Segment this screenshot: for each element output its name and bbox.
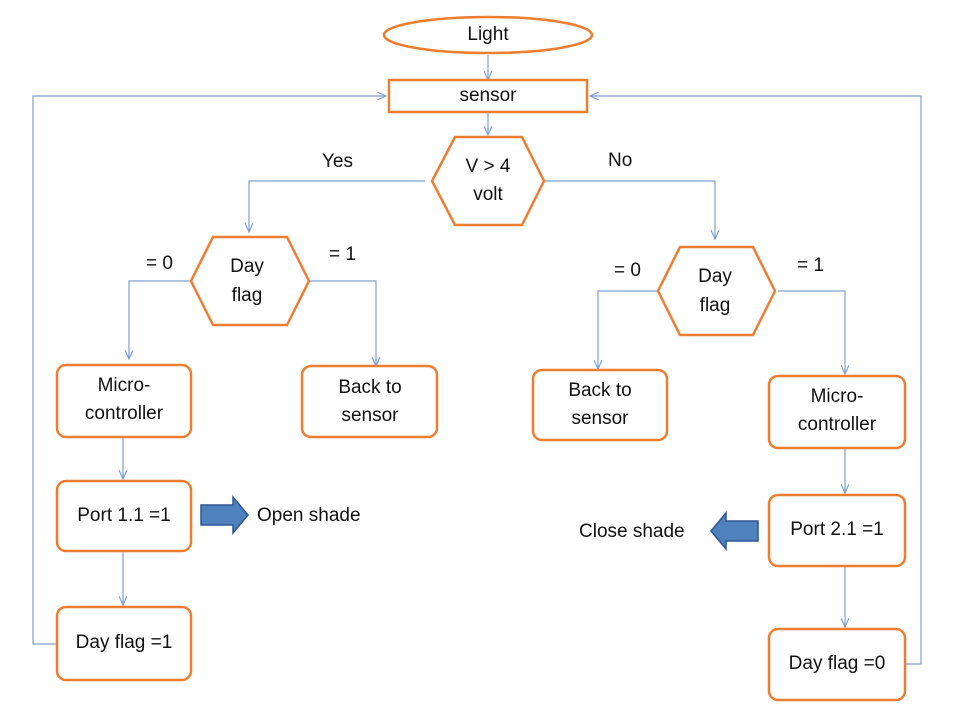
- day-flag-right-label-line1: Day: [698, 266, 732, 287]
- sensor-box: [387, 78, 589, 114]
- shapes: [55, 15, 907, 702]
- decision-day-flag-left: [189, 235, 311, 327]
- day-flag-right-label-line2: flag: [700, 295, 731, 316]
- day-flag-right-value-label: Day flag =0: [789, 653, 886, 674]
- connector-yes-branch: [249, 180, 425, 232]
- connector-left-eq1: [310, 280, 376, 366]
- port-right-label: Port 2.1 =1: [790, 519, 883, 540]
- connectors: [32, 55, 922, 665]
- microcontroller-left-label-line1: Micro-: [98, 375, 151, 396]
- sensor-label: sensor: [459, 85, 517, 106]
- day-flag-right-box: [767, 627, 907, 702]
- microcontroller-right-label-line1: Micro-: [811, 386, 864, 407]
- edge-label-left-eq0: = 0: [146, 253, 173, 274]
- day-flag-left-box: [55, 605, 193, 682]
- microcontroller-left-label-line2: controller: [85, 403, 164, 424]
- back-to-sensor-left-box: [300, 364, 439, 439]
- day-flag-left-label-line1: Day: [230, 256, 264, 277]
- back-to-sensor-right-label-line1: Back to: [568, 380, 631, 401]
- day-flag-left-value-label: Day flag =1: [76, 632, 173, 653]
- edge-label-left-eq1: = 1: [329, 244, 356, 265]
- connector-right-eq1: [778, 290, 845, 374]
- port-left-box: [55, 479, 193, 553]
- edge-label-right-eq1: = 1: [797, 255, 824, 276]
- decision-voltage-label-line1: V > 4: [466, 156, 511, 177]
- connector-left-eq0: [129, 280, 190, 359]
- edge-label-right-eq0: = 0: [614, 260, 641, 281]
- day-flag-left-label-line2: flag: [232, 285, 263, 306]
- back-to-sensor-right-box: [531, 368, 669, 442]
- decision-voltage: [430, 135, 546, 227]
- connector-no-branch: [545, 180, 715, 239]
- close-shade-arrow-icon: [710, 510, 759, 552]
- open-shade-label: Open shade: [257, 505, 361, 526]
- back-to-sensor-right-label-line2: sensor: [571, 408, 629, 429]
- decision-voltage-label-line2: volt: [473, 184, 503, 205]
- back-to-sensor-left-label-line2: sensor: [341, 405, 399, 426]
- connector-loop-left: [32, 96, 386, 645]
- port-right-box: [767, 493, 907, 568]
- edge-label-yes: Yes: [322, 151, 353, 172]
- microcontroller-right-label-line2: controller: [798, 414, 877, 435]
- port-left-label: Port 1.1 =1: [77, 505, 170, 526]
- connector-right-eq0: [598, 290, 657, 369]
- back-to-sensor-left-label-line1: Back to: [338, 377, 401, 398]
- open-shade-arrow-icon: [200, 494, 249, 536]
- edge-label-no: No: [608, 150, 632, 171]
- microcontroller-right-box: [767, 374, 907, 450]
- start-terminal: [382, 15, 594, 55]
- decision-day-flag-right: [656, 245, 777, 337]
- microcontroller-left-box: [55, 363, 193, 439]
- start-label: Light: [467, 24, 509, 45]
- close-shade-label: Close shade: [579, 521, 685, 542]
- connector-loop-right: [590, 96, 922, 665]
